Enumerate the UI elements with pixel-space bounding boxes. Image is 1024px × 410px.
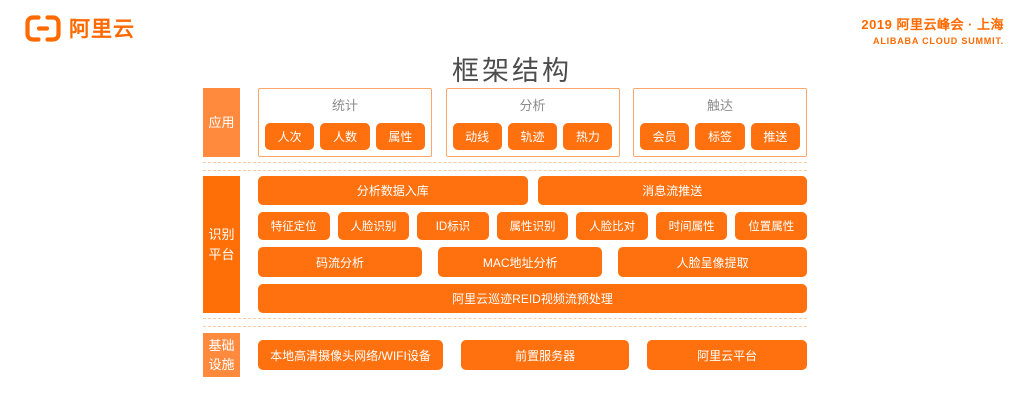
section-infrastructure: 基础设施 本地高清摄像头网络/WIFI设备 前置服务器 阿里云平台 <box>203 326 807 377</box>
node-face-recognition: 人脸识别 <box>337 212 410 240</box>
node-reli: 热力 <box>563 123 613 150</box>
node-attribute-recognition: 属性识别 <box>496 212 569 240</box>
page-title: 框架结构 <box>452 56 572 86</box>
node-shuxing: 属性 <box>375 123 425 150</box>
node-local-camera-wifi-devices: 本地高清摄像头网络/WIFI设备 <box>258 340 444 370</box>
node-location-attribute: 位置属性 <box>735 212 808 240</box>
section-label-infrastructure: 基础设施 <box>203 333 240 377</box>
node-alibaba-cloud-platform: 阿里云平台 <box>647 340 807 370</box>
node-face-compare: 人脸比对 <box>576 212 648 240</box>
group-analysis: 分析 动线 轨迹 热力 <box>445 88 620 157</box>
logo-text: 阿里云 <box>69 18 135 41</box>
group-reach: 触达 会员 标签 推送 <box>633 88 807 157</box>
alibaba-cloud-bracket-icon <box>25 14 61 42</box>
node-edge-server: 前置服务器 <box>461 340 630 370</box>
node-biaoqian: 标签 <box>695 123 745 150</box>
node-message-stream-push: 消息流推送 <box>537 176 807 205</box>
node-analysis-data-storage: 分析数据入库 <box>258 176 528 205</box>
group-title-reach: 触达 <box>706 98 733 113</box>
node-renci: 人次 <box>265 123 315 150</box>
node-dongxian: 动线 <box>452 123 502 150</box>
application-content: 统计 人次 人数 属性 分析 动线 轨迹 热力 触达 <box>258 88 807 157</box>
node-guiji: 轨迹 <box>507 123 558 150</box>
node-feature-location: 特征定位 <box>258 212 330 240</box>
node-reid-video-preprocessing: 阿里云巡迹REID视频流预处理 <box>258 284 807 313</box>
node-stream-analysis: 码流分析 <box>258 247 423 277</box>
framework-diagram: 应用 统计 人次 人数 属性 分析 动线 轨迹 热力 <box>203 88 808 377</box>
node-huiyuan: 会员 <box>640 123 690 150</box>
section-label-platform: 识别平台 <box>203 176 240 313</box>
infrastructure-content: 本地高清摄像头网络/WIFI设备 前置服务器 阿里云平台 <box>258 333 807 377</box>
section-application: 应用 统计 人次 人数 属性 分析 动线 轨迹 热力 <box>203 88 807 163</box>
summit-title-cn: 2019 阿里云峰会 · 上海 <box>861 17 1004 32</box>
group-title-analysis: 分析 <box>519 98 546 113</box>
node-face-image-extraction: 人脸呈像提取 <box>618 247 807 277</box>
node-time-attribute: 时间属性 <box>655 212 728 240</box>
section-recognition-platform: 识别平台 分析数据入库 消息流推送 特征定位 人脸识别 ID标识 属性识别 人脸… <box>203 170 808 319</box>
node-mac-address-analysis: MAC地址分析 <box>438 247 603 277</box>
summit-title-en: ALIBABA CLOUD SUMMIT. <box>873 36 1004 46</box>
summit-banner: 2019 阿里云峰会 · 上海 ALIBABA CLOUD SUMMIT. <box>861 14 1004 46</box>
alibaba-cloud-logo: 阿里云 <box>25 13 135 43</box>
group-title-statistics: 统计 <box>331 98 358 113</box>
node-renshu: 人数 <box>320 123 370 150</box>
platform-content: 分析数据入库 消息流推送 特征定位 人脸识别 ID标识 属性识别 人脸比对 时间… <box>258 176 808 313</box>
node-tuisong: 推送 <box>750 123 800 150</box>
section-label-application: 应用 <box>203 88 240 157</box>
node-id-mark: ID标识 <box>417 212 489 240</box>
group-statistics: 统计 人次 人数 属性 <box>258 88 432 157</box>
